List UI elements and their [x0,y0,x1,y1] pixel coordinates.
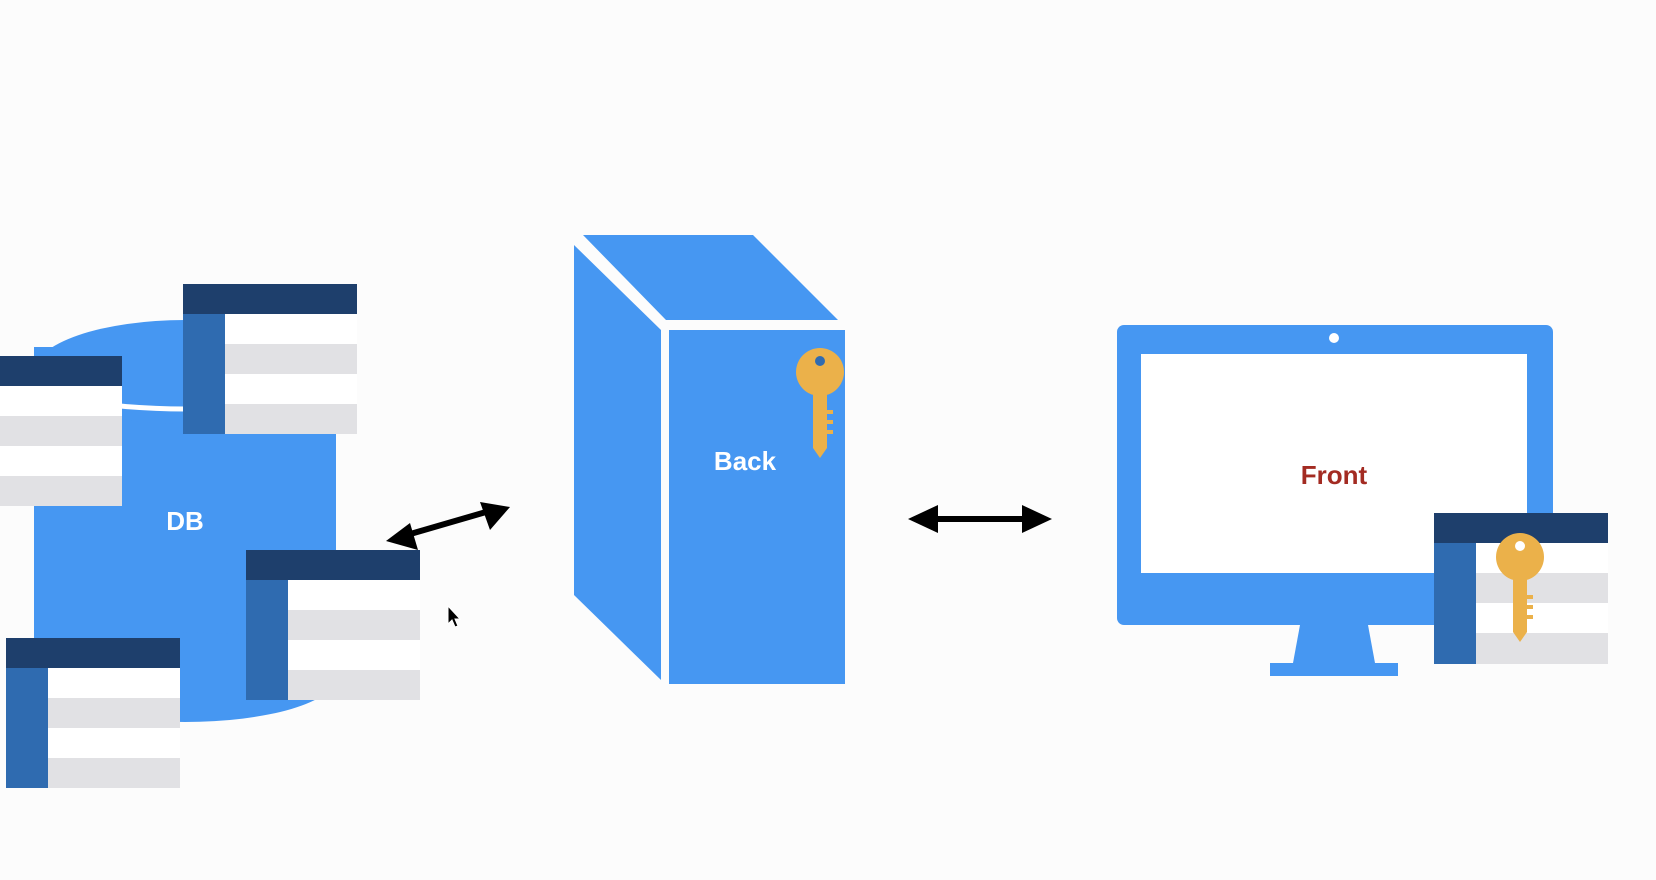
db-label: DB [166,506,204,536]
double-arrow-icon [386,502,510,550]
table-icon [183,284,357,434]
key-icon [1496,533,1544,642]
mouse-cursor-icon [447,604,462,628]
double-arrow-icon [908,505,1052,533]
table-icon [6,638,180,788]
front-label: Front [1301,460,1368,490]
server-icon [574,235,845,684]
back-label: Back [714,446,777,476]
monitor-icon [1117,325,1553,676]
key-icon [796,348,844,458]
table-icon [246,550,420,700]
table-icon [0,356,122,506]
